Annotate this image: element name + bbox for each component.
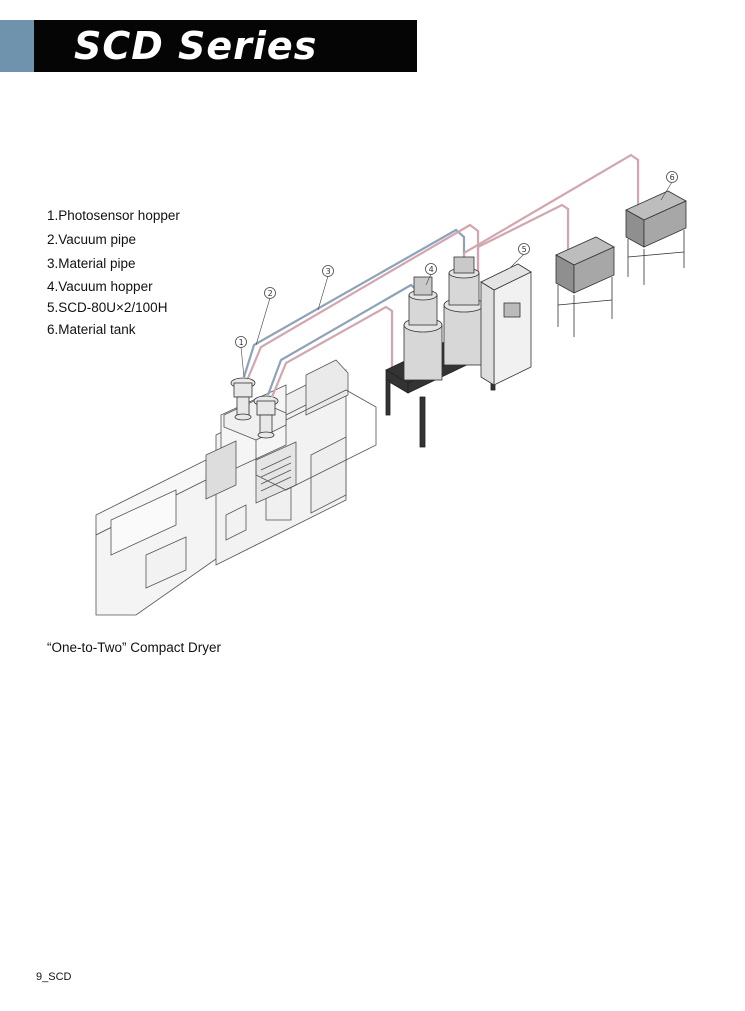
legend-item-dryer-model: 5.SCD-80U×2/100H xyxy=(47,300,168,315)
legend-item-vacuum-pipe: 2.Vacuum pipe xyxy=(47,232,137,247)
svg-text:1: 1 xyxy=(239,338,244,347)
header-bar: SCD Series xyxy=(34,20,417,72)
injection-molding-machine xyxy=(95,359,377,616)
svg-text:4: 4 xyxy=(429,265,434,274)
material-tank-right xyxy=(625,190,687,285)
photosensor-hoppers xyxy=(230,377,279,439)
system-illustration: 1 2 3 4 5 6 xyxy=(95,153,687,616)
callout-2: 2 xyxy=(255,287,276,346)
control-cabinet xyxy=(480,263,532,386)
callout-6: 6 xyxy=(660,171,678,201)
legend-item-photosensor-hopper: 1.Photosensor hopper xyxy=(47,208,180,223)
figure-caption: “One-to-Two” Compact Dryer xyxy=(47,640,222,655)
legend-item-vacuum-hopper: 4.Vacuum hopper xyxy=(47,279,153,294)
legend-item-material-pipe: 3.Material pipe xyxy=(47,256,136,271)
svg-text:3: 3 xyxy=(326,267,331,276)
header-accent-block xyxy=(0,20,34,72)
dryer-units xyxy=(403,256,485,381)
page-title: SCD Series xyxy=(74,24,318,68)
legend-item-material-tank: 6.Material tank xyxy=(47,322,136,337)
callout-1: 1 xyxy=(235,336,247,378)
parts-legend: 1.Photosensor hopper 2.Vacuum pipe 3.Mat… xyxy=(47,204,180,342)
callout-3: 3 xyxy=(317,265,334,311)
svg-text:5: 5 xyxy=(522,245,527,254)
callout-4: 4 xyxy=(425,263,437,286)
material-tank-left xyxy=(555,236,615,337)
svg-text:6: 6 xyxy=(670,173,675,182)
svg-text:2: 2 xyxy=(268,289,273,298)
callout-5: 5 xyxy=(510,243,530,268)
page-number: 9_SCD xyxy=(36,971,72,983)
